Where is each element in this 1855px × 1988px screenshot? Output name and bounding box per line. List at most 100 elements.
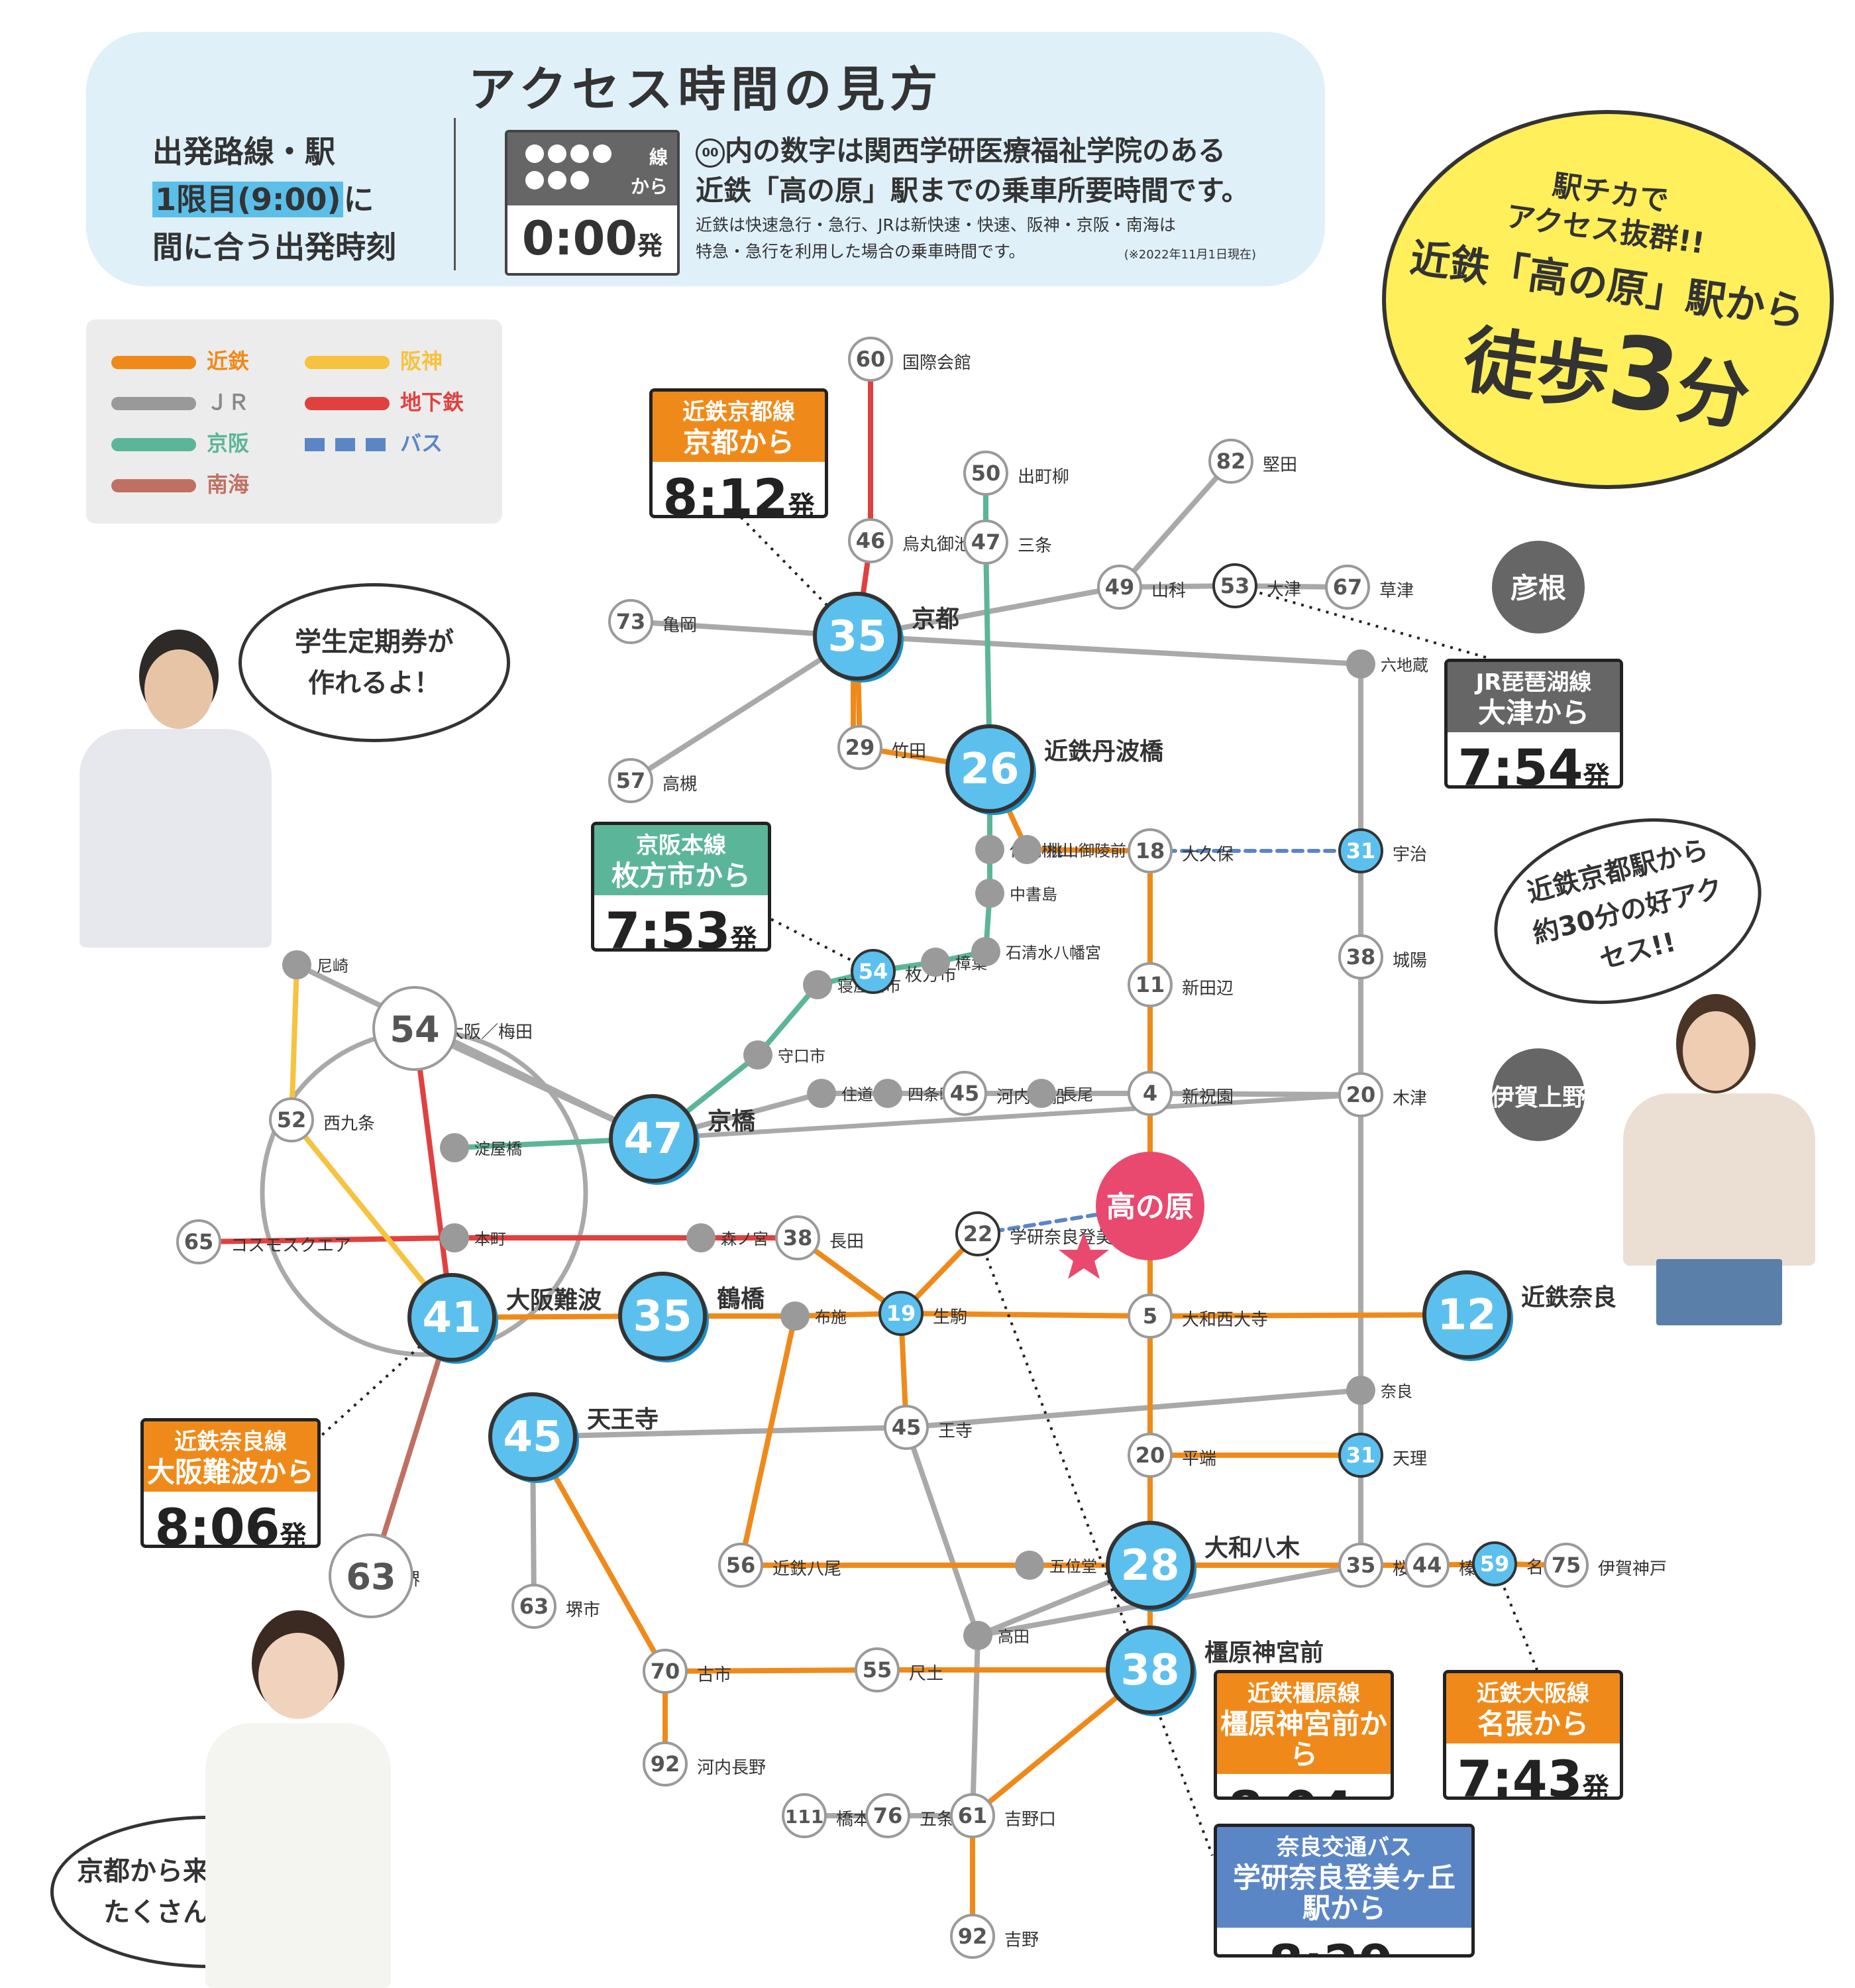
station-okubo: 18 (1128, 828, 1173, 873)
small-station-neyagawa (803, 970, 832, 999)
small-station-morinomiya (686, 1223, 716, 1252)
station-name: 橿原神宮前 (1204, 1639, 1324, 1667)
station-name: 出町柳 (1018, 467, 1069, 487)
station-name: 堺市 (566, 1600, 600, 1620)
station-name: 平端 (1182, 1449, 1216, 1469)
station-name: 大和西大寺 (1182, 1310, 1268, 1330)
small-station-honmachi (440, 1223, 469, 1252)
station-name: 堅田 (1263, 455, 1297, 475)
station-name: 橋本 (836, 1810, 871, 1830)
how-to-read-panel: アクセス時間の見方 出発路線・駅 1限目(9:00)に 間に合う出発時刻 線 か… (86, 32, 1325, 286)
station-demachi: 50 (963, 451, 1008, 496)
minutes-badge-icon: 00 (696, 138, 725, 168)
legend-item-bus: バス (305, 427, 443, 457)
station-minutes: 19 (886, 1301, 916, 1326)
svg-text:伊賀上野: 伊賀上野 (1490, 1084, 1586, 1111)
station-takatsuki: 57 (608, 758, 653, 803)
station-name: 草津 (1379, 581, 1414, 601)
departure-box-hirakatashi: 京阪本線枚方市から 7:53発 (591, 822, 771, 952)
small-station-iwashimizu (971, 937, 1000, 966)
station-name: 河内長野 (697, 1758, 766, 1778)
station-minutes: 45 (892, 1415, 922, 1440)
station-name: 竹田 (892, 742, 926, 761)
destination-name: 高の原 (1106, 1190, 1194, 1224)
small-station-name: 尼崎 (317, 957, 348, 975)
station-minutes: 46 (856, 528, 886, 553)
station-name: 鶴橋 (717, 1286, 765, 1313)
small-station-chushojima (975, 879, 1004, 908)
station-minutes: 55 (863, 1657, 892, 1683)
station-joyo: 38 (1338, 934, 1383, 979)
station-name: 新田辺 (1182, 979, 1234, 999)
small-station-name: 守口市 (778, 1047, 825, 1066)
small-station-kuzuha (921, 948, 950, 977)
small-station-amagasaki (282, 950, 311, 979)
station-kintetsunara: 12 (1422, 1270, 1513, 1361)
station-otsu: 53 (1212, 563, 1257, 608)
route-line (530, 1434, 1153, 1674)
station-namba: 41 (407, 1273, 498, 1364)
station-takeda: 29 (837, 725, 882, 770)
legend-swatch (305, 438, 390, 451)
station-minutes: 31 (1346, 838, 1376, 863)
station-name: 五条 (920, 1810, 954, 1830)
service-note: 近鉄は快速急行・急行、JRは新快速・快速、阪神・京阪・南海は 特急・急行を利用し… (696, 215, 1176, 261)
station-name: 生駒 (933, 1307, 967, 1327)
student-photo-female-right (1603, 994, 1835, 1325)
route-line (857, 634, 1361, 667)
station-minutes: 38 (1120, 1646, 1179, 1695)
route-line (904, 1425, 980, 1638)
station-tennoji: 45 (488, 1392, 579, 1483)
small-station-shijonawate (873, 1079, 902, 1108)
svg-text:彦根: 彦根 (1510, 572, 1566, 604)
station-minutes: 67 (1333, 575, 1363, 600)
route-line (651, 1092, 1363, 1141)
station-name: 吉野口 (1004, 1810, 1056, 1830)
station-yoshinoguchi: 61 (950, 1793, 995, 1838)
small-station-fushimi (975, 835, 1004, 864)
station-name: 高槻 (662, 775, 697, 795)
sample-time: 0:00発 (521, 211, 663, 266)
route-line (970, 1667, 1153, 1939)
station-minutes: 5 (1143, 1303, 1157, 1329)
student-photo-male (73, 630, 278, 948)
station-minutes: 70 (651, 1659, 680, 1684)
first-period-highlight: 1限目(9:00) (152, 182, 344, 217)
station-karasuma: 46 (848, 518, 893, 563)
station-minutes: 45 (950, 1081, 980, 1106)
legend-item-nankai: 南海 (111, 468, 249, 498)
station-sakai: 63 (329, 1533, 413, 1618)
route-line (628, 634, 860, 783)
station-minutes: 38 (783, 1225, 813, 1250)
station-name: 西九条 (323, 1114, 375, 1134)
station-name: 大阪難波 (506, 1287, 602, 1314)
departure-time-label: 間に合う出発時刻 (152, 229, 396, 265)
station-name: 吉野 (1004, 1930, 1039, 1950)
small-station-name: 高田 (998, 1628, 1030, 1646)
station-yoshino: 92 (950, 1914, 995, 1959)
small-station-name: 石清水八幡宮 (1006, 944, 1101, 962)
station-minutes: 4 (1143, 1081, 1157, 1106)
small-station-suminodo (807, 1079, 836, 1108)
station-minutes: 31 (1346, 1443, 1376, 1468)
station-name: 大津 (1267, 580, 1301, 600)
station-katata: 82 (1208, 439, 1253, 484)
small-station-takada (963, 1621, 992, 1650)
station-shinhosono: 4 (1128, 1071, 1173, 1116)
student-photo-female-left (192, 1610, 404, 1988)
station-name: 京橋 (708, 1107, 755, 1135)
small-station-nara (1346, 1376, 1375, 1405)
station-minutes: 41 (422, 1294, 481, 1343)
station-name: 尺土 (909, 1664, 943, 1684)
station-name: 京都 (912, 605, 959, 633)
station-nagata: 38 (775, 1215, 820, 1260)
legend: 近鉄 阪神 ＪＲ 地下鉄 京阪 バス 南海 (86, 319, 502, 524)
small-station-name: 中書島 (1010, 885, 1057, 904)
station-minutes: 20 (1136, 1443, 1165, 1468)
station-name: 三条 (1018, 536, 1052, 556)
leader-line (1234, 584, 1491, 660)
leader-line (977, 1233, 1214, 1856)
station-kokusai: 60 (848, 337, 893, 382)
legend-item-jr: ＪＲ (111, 386, 249, 416)
